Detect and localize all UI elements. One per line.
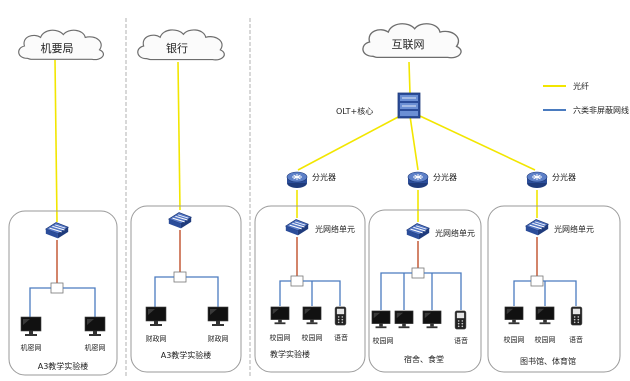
terminal-label: 校园网: [302, 333, 323, 342]
cloud-label: 互联网: [392, 38, 425, 51]
switch-icon: [45, 222, 69, 239]
utp-link: [513, 280, 577, 306]
onu-icon: [406, 223, 430, 240]
junction-box: [50, 282, 64, 294]
monitor-icon: [504, 306, 524, 325]
monitor-icon: [20, 316, 42, 337]
panel-border-3: [254, 205, 366, 373]
onu-icon: [285, 219, 309, 236]
panel-border-4: [368, 209, 482, 373]
panel-title: A3教学实验楼: [38, 361, 89, 371]
terminal-label: 财政网: [146, 334, 167, 343]
core-label: OLT+核心: [336, 106, 373, 116]
panel-border-5: [487, 205, 621, 373]
terminal-label: 校园网: [504, 335, 525, 344]
panel-title: 宿舍、食堂: [404, 354, 444, 364]
onu-label: 光网络单元: [554, 224, 594, 234]
cloud-internet: 互联网: [362, 23, 462, 59]
monitor-icon: [394, 310, 414, 329]
fiber-link: [177, 61, 181, 211]
onu-label: 光网络单元: [315, 224, 355, 234]
utp-link: [279, 280, 341, 306]
terminal-label: 校园网: [535, 335, 556, 344]
panel-building-5: 分光器 光网络单元 校园网 校园网 语音 图书馆、体育馆: [504, 171, 594, 366]
fiber-link: [419, 115, 536, 171]
fiber-link: [408, 61, 411, 95]
cloud-confidential-bureau: 机要局: [18, 29, 105, 61]
fiber-link: [54, 59, 58, 223]
panel-border-2: [130, 205, 242, 373]
panel-building-4: 分光器 光网络单元 校园网 语音 宿舍、食堂: [371, 171, 475, 364]
cloud-label: 机要局: [41, 41, 74, 55]
legend-fiber-label: 光纤: [573, 81, 589, 91]
cloud-label: 银行: [166, 41, 188, 55]
panel-building-3: 分光器 光网络单元 校园网 校园网 语音 教学实验楼: [270, 171, 355, 359]
phone-icon: [454, 310, 467, 330]
panel-title: 教学实验楼: [270, 349, 310, 359]
monitor-icon: [422, 310, 442, 329]
utp-link: [154, 276, 219, 308]
terminal-label: 语音: [454, 336, 468, 345]
fiber-links: [54, 59, 538, 223]
monitor-icon: [84, 316, 106, 337]
splitter-icon: [286, 171, 308, 189]
phone-icon: [334, 306, 347, 326]
utp-link: [29, 287, 96, 318]
panel-building-2: 财政网 财政网 A3教学实验楼: [145, 212, 229, 360]
splitter-icon: [526, 171, 548, 189]
junction-box: [290, 275, 304, 287]
onu-icon: [525, 219, 549, 236]
splitter-label: 分光器: [312, 172, 336, 182]
monitor-icon: [270, 306, 290, 325]
cloud-bank: 银行: [137, 29, 225, 61]
panel-title: 图书馆、体育馆: [520, 356, 576, 366]
terminal-label: 机密网: [85, 343, 106, 352]
core-node: OLT+核心: [336, 92, 421, 119]
panel-title: A3教学实验楼: [161, 350, 212, 360]
terminal-label: 机密网: [21, 343, 42, 352]
monitor-icon: [207, 306, 229, 327]
terminal-label: 财政网: [208, 334, 229, 343]
panel-border-1: [8, 210, 118, 376]
junction-box: [530, 275, 544, 287]
terminal-label: 校园网: [270, 333, 291, 342]
monitor-icon: [145, 306, 167, 327]
splitter-label: 分光器: [552, 172, 576, 182]
junction-box: [173, 271, 187, 283]
terminal-label: 语音: [569, 335, 583, 344]
terminal-label: 语音: [334, 333, 348, 342]
fiber-link: [297, 115, 401, 171]
monitor-icon: [535, 306, 555, 325]
olt-core-icon: [397, 92, 421, 119]
switch-icon: [168, 212, 192, 229]
splitter-label: 分光器: [433, 172, 457, 182]
phone-icon: [570, 306, 583, 326]
panel-building-1: 机密网 机密网 A3教学实验楼: [20, 222, 106, 371]
utp-link: [380, 272, 462, 310]
terminal-label: 校园网: [373, 336, 394, 345]
legend-utp-label: 六类非屏蔽网线: [573, 105, 629, 115]
monitor-icon: [302, 306, 322, 325]
legend: 光纤 六类非屏蔽网线: [543, 81, 629, 115]
monitor-icon: [371, 310, 391, 329]
splitter-icon: [407, 171, 429, 189]
junction-box: [411, 267, 425, 279]
fiber-link: [409, 115, 419, 171]
onu-label: 光网络单元: [435, 228, 475, 238]
